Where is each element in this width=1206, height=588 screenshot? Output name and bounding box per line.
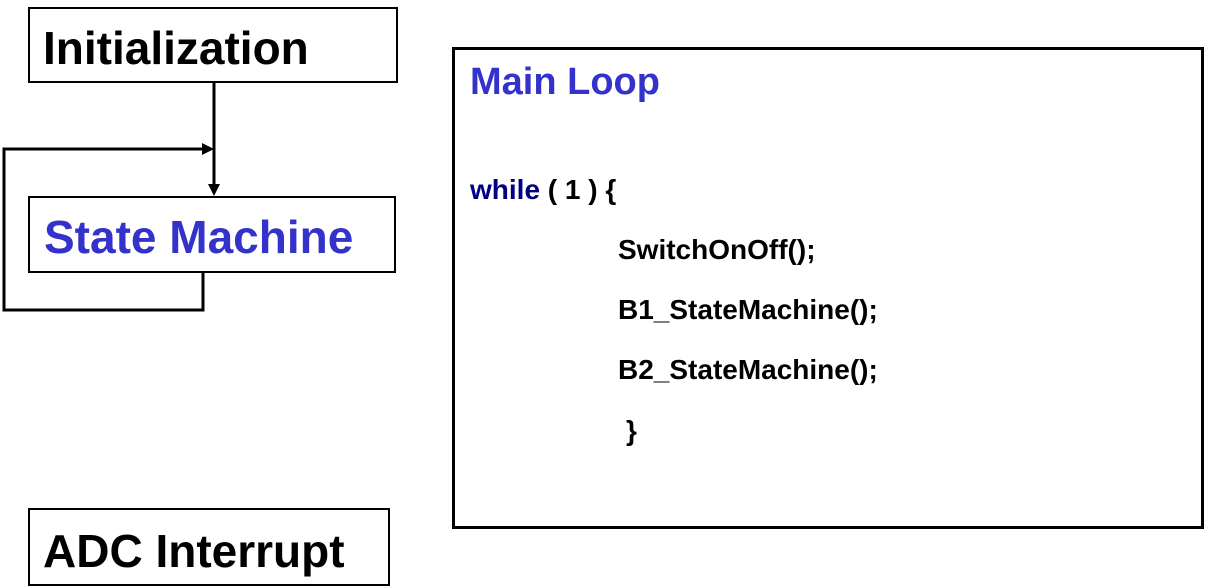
loop-back-arrowhead: [202, 143, 214, 155]
initialization-label: Initialization: [43, 22, 309, 74]
state-machine-block: State Machine: [28, 196, 396, 273]
code-closing-brace: }: [626, 415, 637, 446]
state-machine-label: State Machine: [44, 211, 354, 263]
code-line-b1-state-machine: B1_StateMachine();: [618, 294, 878, 325]
code-line-switch-on-off: SwitchOnOff();: [618, 234, 816, 265]
state-loop-back-line: [2, 147, 205, 312]
initialization-block: Initialization: [28, 7, 398, 83]
code-line-b2-state-machine: B2_StateMachine();: [618, 354, 878, 385]
while-keyword: while: [470, 174, 541, 205]
while-condition: ( 1 ) {: [540, 174, 617, 205]
adc-interrupt-label: ADC Interrupt: [43, 525, 345, 577]
main-loop-block: Main Loop while ( 1 ) { SwitchOnOff(); B…: [452, 47, 1204, 529]
adc-interrupt-block: ADC Interrupt: [28, 508, 390, 586]
while-statement: while ( 1 ) {: [470, 174, 616, 206]
main-loop-title: Main Loop: [470, 61, 660, 103]
init-to-state-arrowhead: [208, 184, 220, 196]
